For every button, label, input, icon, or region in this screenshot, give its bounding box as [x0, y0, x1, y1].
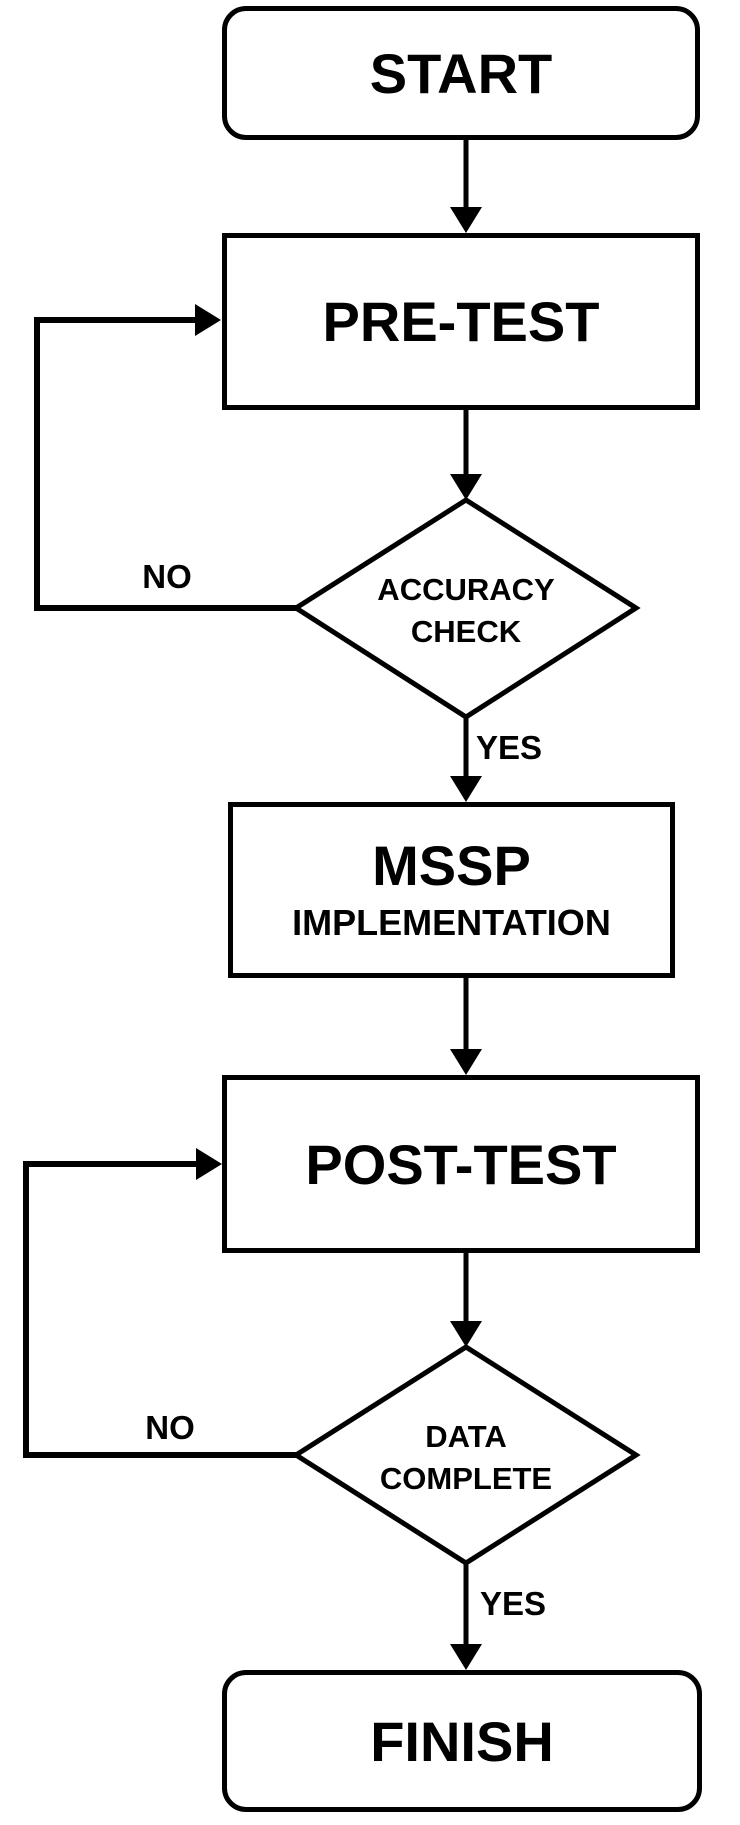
arrowhead-down-icon [450, 207, 482, 233]
yes-label-accuracy-check: YES [475, 729, 543, 766]
post-test-process: POST-TEST [222, 1075, 700, 1253]
arrowhead-down-icon [450, 776, 482, 802]
edge-pretest-to-accuracy [450, 410, 482, 500]
arrowhead-down-icon [450, 474, 482, 500]
accuracy-check-label: ACCURACY CHECK [377, 569, 554, 653]
accuracy-check-diamond [291, 497, 641, 720]
mssp-implementation-label: MSSP IMPLEMENTATION [292, 833, 611, 947]
pre-test-label: PRE-TEST [322, 290, 600, 353]
finish-terminator: FINISH [222, 1670, 702, 1812]
edge-datacomplete-yes [450, 1563, 482, 1670]
accuracy-check-label-line1: ACCURACY [377, 572, 555, 607]
data-complete-diamond [291, 1344, 641, 1566]
data-complete-label-line1: DATA [425, 1419, 507, 1454]
edge-accuracy-yes [450, 717, 482, 802]
mssp-implementation-process: MSSP IMPLEMENTATION [228, 802, 675, 978]
data-complete-label-line2: COMPLETE [379, 1461, 553, 1496]
mssp-label-line2: IMPLEMENTATION [292, 902, 611, 943]
mssp-label-line1: MSSP [372, 834, 531, 897]
arrowhead-down-icon [450, 1321, 482, 1347]
edge-mssp-to-posttest [450, 978, 482, 1075]
yes-label-data-complete: YES [479, 1585, 547, 1622]
data-complete-label: DATA COMPLETE [380, 1416, 552, 1500]
post-test-label: POST-TEST [305, 1132, 617, 1196]
edge-start-to-pretest [450, 140, 482, 233]
edge-posttest-to-datacomplete [450, 1253, 482, 1347]
edge-datacomplete-no-loop [23, 1148, 296, 1458]
edge-accuracy-no-loop [34, 304, 296, 611]
arrowhead-down-icon [450, 1049, 482, 1075]
pre-test-process: PRE-TEST [222, 233, 700, 410]
start-terminator: START [222, 6, 700, 140]
no-label-data-complete: NO [145, 1409, 195, 1446]
arrowhead-right-icon [195, 304, 221, 336]
no-label-accuracy-check: NO [142, 558, 192, 595]
finish-label: FINISH [370, 1709, 554, 1773]
arrowhead-down-icon [450, 1644, 482, 1670]
accuracy-check-label-line2: CHECK [410, 614, 522, 649]
arrowhead-right-icon [196, 1148, 222, 1180]
start-label: START [369, 41, 553, 105]
